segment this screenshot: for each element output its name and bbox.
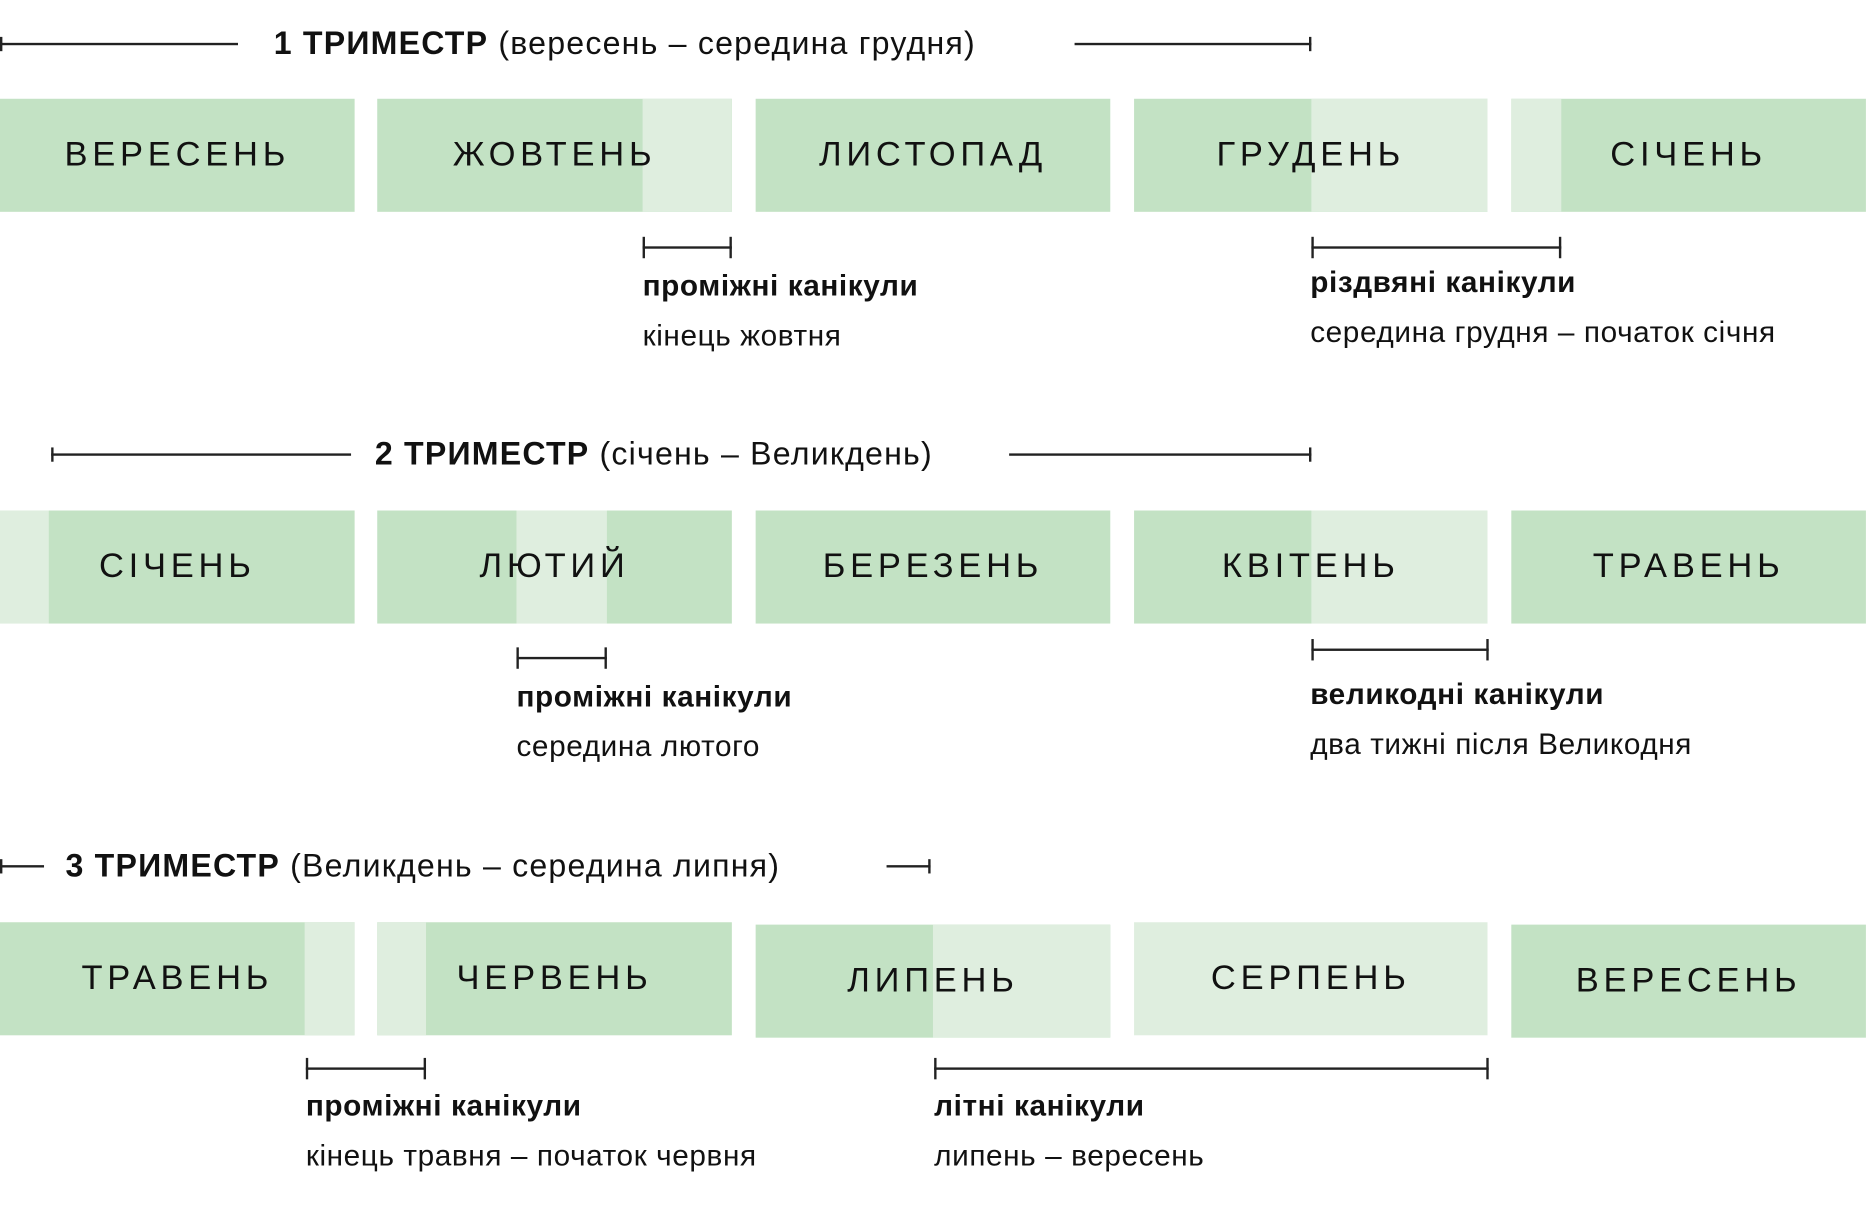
break-title: проміжні канікули bbox=[305, 1089, 582, 1123]
break-title: різдвяні канікули bbox=[1310, 265, 1577, 300]
term1-line-left bbox=[0, 36, 239, 52]
break-title: великодні канікули bbox=[1310, 677, 1605, 712]
month-box: ВЕРЕСЕНЬ bbox=[0, 98, 355, 212]
break-bracket bbox=[1311, 236, 1562, 259]
month-box: КВІТЕНЬ bbox=[1134, 510, 1488, 624]
break-when: кінець травня – початок червня bbox=[305, 1139, 757, 1173]
break-bracket bbox=[934, 1057, 1489, 1080]
term-number: 3 bbox=[65, 847, 85, 884]
break-title: проміжні канікули bbox=[642, 269, 919, 303]
month-box: ЖОВТЕНЬ bbox=[377, 98, 732, 212]
term-number: 1 bbox=[273, 25, 293, 62]
term1-heading: 1 ТРИМЕСТР (вересень – середина грудня) bbox=[274, 26, 976, 63]
month-label: ТРАВЕНЬ bbox=[1592, 547, 1785, 586]
break-when: два тижні після Великодня bbox=[1310, 727, 1693, 762]
month-label: ЛЮТИЙ bbox=[479, 547, 630, 586]
break-bracket bbox=[1311, 639, 1489, 661]
month-label: ЧЕРВЕНЬ bbox=[456, 959, 653, 998]
month-label: БЕРЕЗЕНЬ bbox=[822, 547, 1044, 586]
month-box: ЧЕРВЕНЬ bbox=[377, 922, 732, 1036]
month-box: БЕРЕЗЕНЬ bbox=[755, 510, 1111, 624]
term2-line-right bbox=[1009, 447, 1312, 462]
month-label: СІЧЕНЬ bbox=[98, 547, 256, 586]
break-bracket bbox=[516, 647, 607, 669]
term3-line-right bbox=[886, 859, 931, 874]
month-label: ТРАВЕНЬ bbox=[81, 959, 274, 998]
break-title: проміжні канікули bbox=[516, 680, 793, 714]
month-label: КВІТЕНЬ bbox=[1221, 547, 1400, 586]
term-number: 2 bbox=[374, 436, 394, 472]
month-box: ЛИСТОПАД bbox=[755, 98, 1111, 212]
month-label: ЛИСТОПАД bbox=[818, 135, 1047, 174]
break-title: літні канікули bbox=[934, 1089, 1145, 1123]
term-range: (вересень – середина грудня) bbox=[498, 25, 976, 62]
month-label: ГРУДЕНЬ bbox=[1216, 135, 1406, 174]
term1-line-right bbox=[1074, 36, 1312, 52]
month-box: ЛИПЕНЬ bbox=[755, 924, 1111, 1038]
month-label: ЛИПЕНЬ bbox=[847, 961, 1019, 1000]
month-label: СІЧЕНЬ bbox=[1610, 135, 1767, 174]
term3-line-left bbox=[0, 859, 45, 874]
month-label: ВЕРЕСЕНЬ bbox=[64, 135, 291, 174]
term-word: ТРИМЕСТР bbox=[302, 25, 489, 62]
month-label: СЕРПЕНЬ bbox=[1210, 959, 1411, 998]
break-bracket bbox=[642, 236, 732, 259]
term-range: (Великдень – середина липня) bbox=[290, 847, 781, 884]
break-when: кінець жовтня bbox=[642, 319, 842, 353]
month-box: СІЧЕНЬ bbox=[1511, 98, 1866, 212]
month-box: ЛЮТИЙ bbox=[377, 510, 732, 624]
break-bracket bbox=[305, 1057, 427, 1080]
month-box: ВЕРЕСЕНЬ bbox=[1511, 924, 1866, 1038]
month-box: СЕРПЕНЬ bbox=[1134, 922, 1488, 1036]
term2-heading: 2 ТРИМЕСТР (січень – Великдень) bbox=[375, 436, 933, 473]
month-box: ГРУДЕНЬ bbox=[1134, 98, 1488, 212]
break-when: середина лютого bbox=[516, 730, 761, 764]
break-when: середина грудня – початок січня bbox=[1310, 315, 1776, 350]
month-label: ВЕРЕСЕНЬ bbox=[1575, 961, 1802, 1000]
month-label: ЖОВТЕНЬ bbox=[452, 135, 657, 174]
term-word: ТРИМЕСТР bbox=[404, 436, 590, 472]
month-box: СІЧЕНЬ bbox=[0, 510, 355, 624]
month-box: ТРАВЕНЬ bbox=[0, 922, 355, 1036]
term3-heading: 3 ТРИМЕСТР (Великдень – середина липня) bbox=[65, 848, 780, 885]
month-box: ТРАВЕНЬ bbox=[1511, 510, 1866, 624]
term-range: (січень – Великдень) bbox=[599, 436, 933, 472]
term2-line-left bbox=[51, 447, 352, 462]
break-when: липень – вересень bbox=[934, 1139, 1205, 1173]
term-word: ТРИМЕСТР bbox=[94, 847, 281, 884]
